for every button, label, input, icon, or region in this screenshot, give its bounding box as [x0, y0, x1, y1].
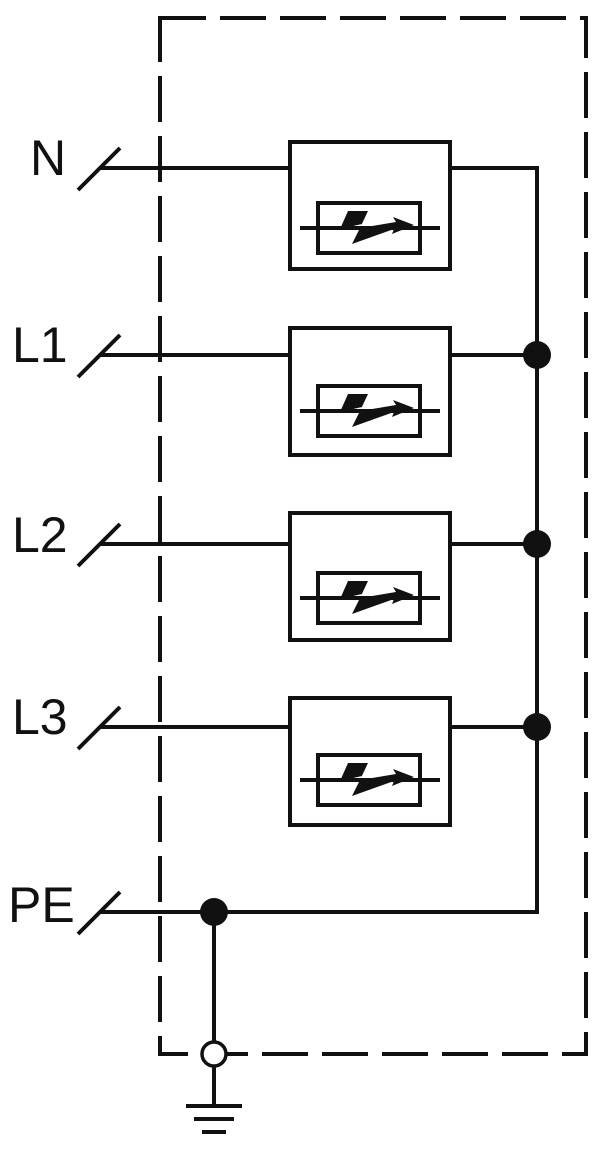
protective-earth-branch: PE — [8, 877, 539, 1134]
terminal-n-branch: N — [30, 130, 539, 271]
terminal-l1-label: L1 — [12, 317, 68, 373]
terminal-l3-switch-mark — [76, 705, 122, 751]
terminal-l2-label: L2 — [12, 507, 68, 563]
terminal-n-label: N — [30, 130, 66, 186]
earth-terminal-connector — [200, 1040, 228, 1068]
terminal-l1-branch: L1 — [12, 317, 551, 457]
terminal-l2-branch: L2 — [12, 507, 551, 642]
terminal-l1-junction-dot — [523, 341, 551, 369]
terminal-l3-branch: L3 — [12, 689, 551, 827]
terminal-l2-junction-dot — [523, 530, 551, 558]
lightning-bolt-icon — [340, 211, 414, 244]
terminal-n-switch-mark — [76, 146, 122, 192]
pe-label: PE — [8, 877, 75, 933]
lightning-bolt-icon — [340, 581, 414, 614]
lightning-bolt-icon — [340, 763, 414, 796]
terminal-l3-junction-dot — [523, 713, 551, 741]
pe-switch-mark — [76, 890, 122, 936]
terminal-l1-varistor — [300, 384, 440, 438]
terminal-n-protector-module — [288, 140, 452, 271]
terminal-l3-varistor — [300, 753, 440, 807]
terminal-l3-label: L3 — [12, 689, 68, 745]
ground-icon — [186, 1066, 242, 1134]
terminal-l2-protector-module — [288, 511, 452, 642]
terminal-l1-protector-module — [288, 326, 452, 457]
terminal-l3-protector-module — [288, 696, 452, 827]
terminal-l2-varistor — [300, 571, 440, 625]
lightning-bolt-icon — [340, 394, 414, 427]
terminal-n-varistor — [300, 201, 440, 255]
terminal-l1-switch-mark — [76, 333, 122, 379]
enclosure-dashed-outline — [158, 16, 588, 1056]
terminal-l2-switch-mark — [76, 522, 122, 568]
